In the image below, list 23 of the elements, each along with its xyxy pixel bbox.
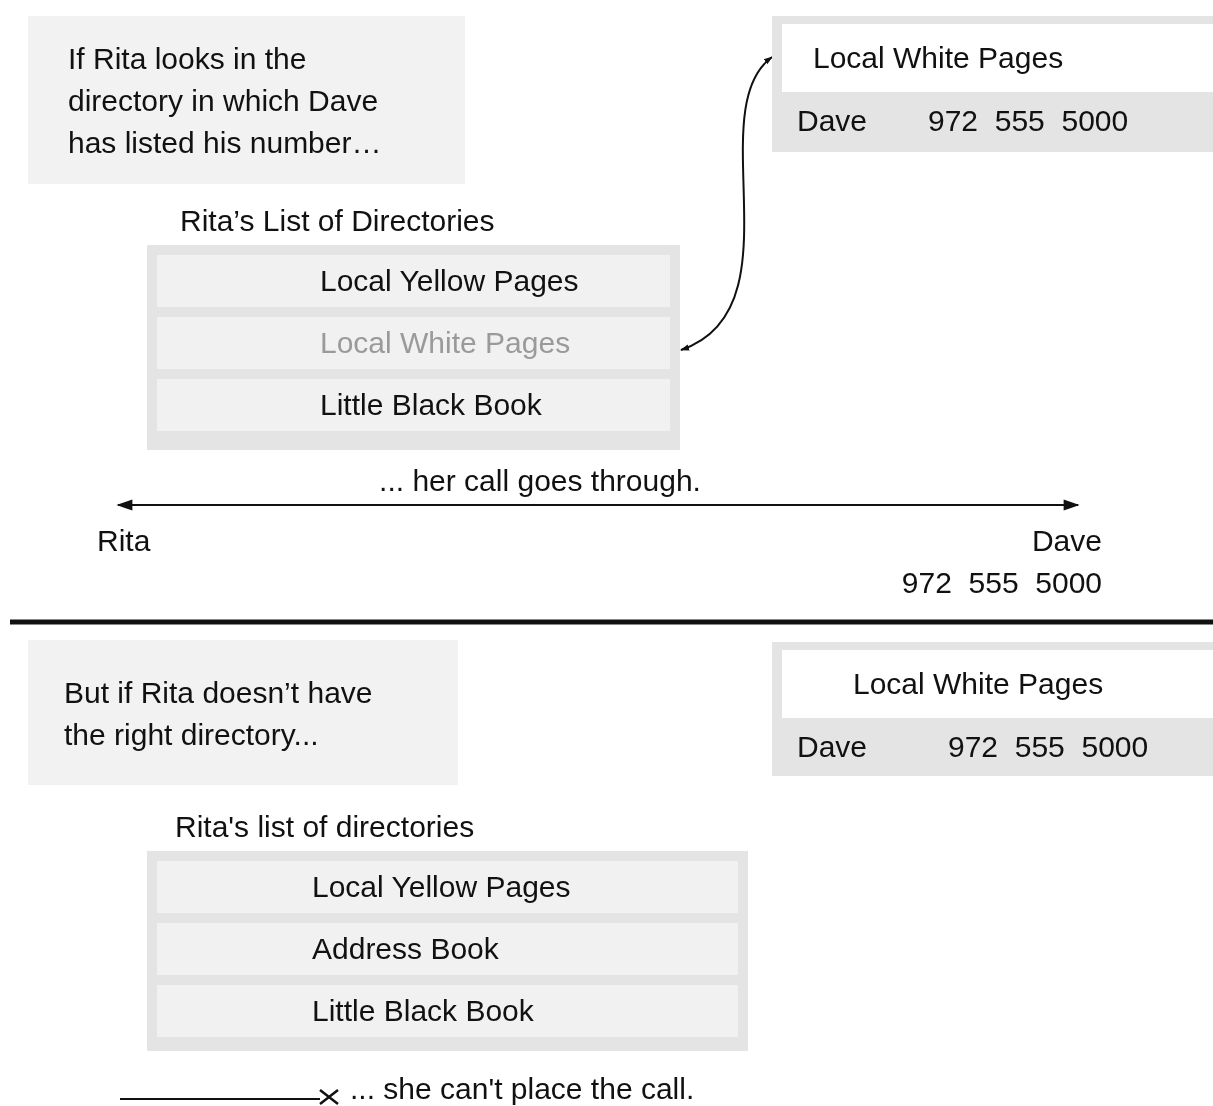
endpoint-label: Dave 972 555 5000: [866, 498, 1102, 604]
card-title: Local White Pages: [782, 24, 1213, 92]
directory-card: [772, 16, 1213, 152]
endpoint-label: Rita: [97, 498, 167, 562]
list-heading: Rita's list of directories: [175, 809, 475, 845]
directory-item: Local Yellow Pages: [157, 255, 670, 307]
arrow: [116, 499, 1080, 511]
note-text: ... she can't place the call.: [350, 1071, 695, 1106]
directory-card: [772, 642, 1213, 776]
phone-number: 972 555 5000: [948, 729, 1149, 765]
directory-item: Local Yellow Pages: [157, 861, 738, 913]
note-box: If Rita looks in the directory in which Dave has listed his number…: [28, 16, 465, 184]
directory-item: Local White Pages: [157, 317, 670, 369]
arrow: [680, 56, 773, 351]
phone-number: 972 555 5000: [928, 103, 1129, 139]
entry-name: Dave: [797, 729, 868, 765]
directory-item: Address Book: [157, 923, 738, 975]
card-title: Local White Pages: [782, 650, 1213, 718]
entry-name: Dave: [797, 103, 868, 139]
directory-item: Little Black Book: [157, 379, 670, 431]
directory-item: Little Black Book: [157, 985, 738, 1037]
note-box: But if Rita doesn’t have the right directory...: [28, 640, 458, 785]
list-heading: Rita’s List of Directories: [180, 203, 495, 239]
